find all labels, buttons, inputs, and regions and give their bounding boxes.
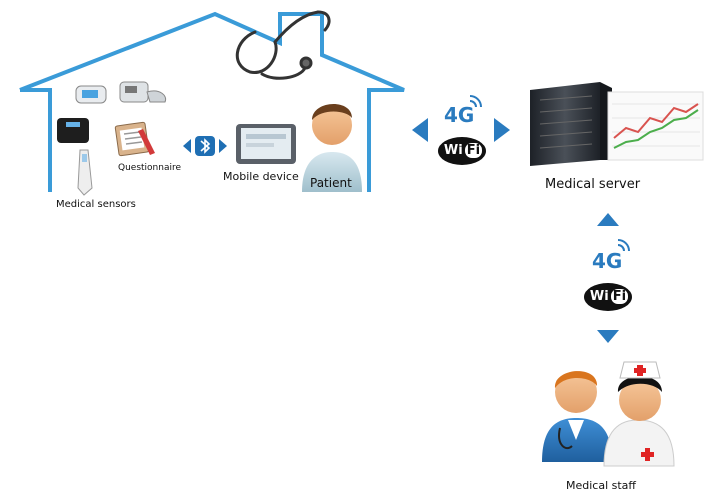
cellular-signal-icon-2 <box>617 239 630 252</box>
house-outline <box>19 11 405 192</box>
smart-scale-icon <box>57 118 89 143</box>
patient-icon <box>302 103 362 192</box>
label-mobile-device: Mobile device <box>223 170 299 183</box>
label-medical-server: Medical server <box>545 177 641 192</box>
thermometer-icon <box>77 149 93 196</box>
cellular-4g-label-2: 4G <box>592 249 623 273</box>
wifi-wi-label: Wi <box>443 143 463 158</box>
server-chart-icon <box>607 91 704 161</box>
medical-server-icon <box>530 82 612 166</box>
label-medical-staff: Medical staff <box>566 479 637 492</box>
doctor-icon <box>542 371 612 462</box>
stethoscope-icon <box>235 10 331 80</box>
nurse-icon <box>603 361 675 467</box>
blood-pressure-monitor-icon <box>119 81 167 103</box>
wifi-fi-label-2: Fi <box>610 289 629 304</box>
cellular-signal-icon <box>469 95 482 108</box>
questionnaire-icon <box>114 121 155 157</box>
cellular-4g-label: 4G <box>444 103 475 127</box>
pulse-oximeter-icon <box>75 85 107 104</box>
mobile-device-icon <box>236 124 296 164</box>
wifi-wi-label-2: Wi <box>589 289 609 304</box>
label-medical-sensors: Medical sensors <box>56 199 136 210</box>
network-link-vertical <box>584 213 632 343</box>
wifi-fi-label: Fi <box>464 143 483 158</box>
label-patient: Patient <box>310 176 352 190</box>
label-questionnaire: Questionnaire <box>118 163 182 173</box>
bluetooth-link <box>183 136 227 156</box>
